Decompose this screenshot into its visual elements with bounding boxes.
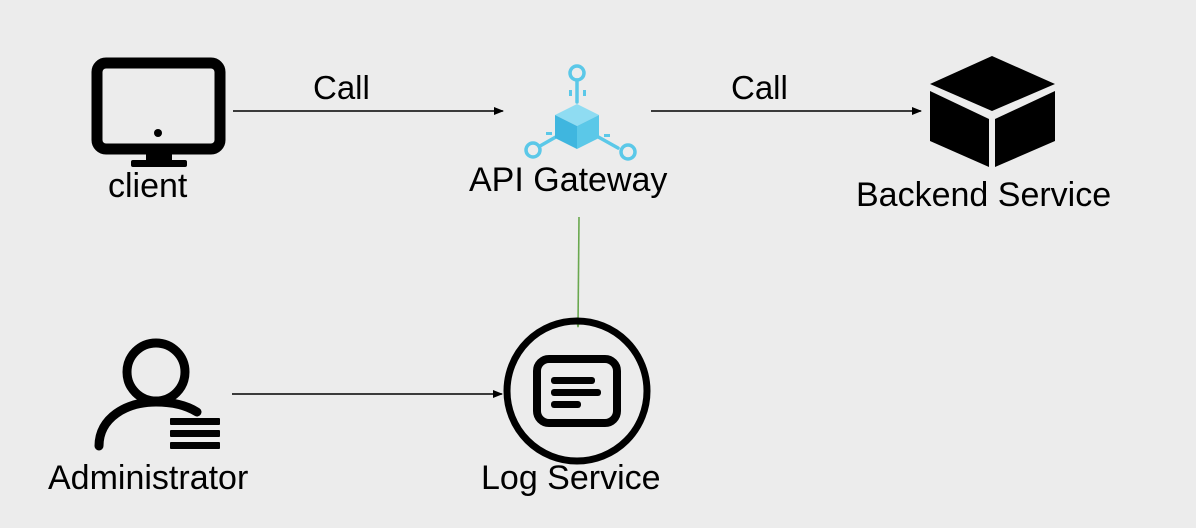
edge-label-gateway-backend: Call — [731, 69, 788, 106]
client-label: client — [108, 167, 188, 205]
backend-service-label: Backend Service — [856, 176, 1112, 214]
administrator-label: Administrator — [48, 459, 249, 497]
api-gateway-label: API Gateway — [469, 161, 668, 199]
edge-label-client-gateway: Call — [313, 69, 370, 106]
edge-gateway-to-log — [574, 216, 583, 328]
log-service-label: Log Service — [481, 459, 661, 497]
